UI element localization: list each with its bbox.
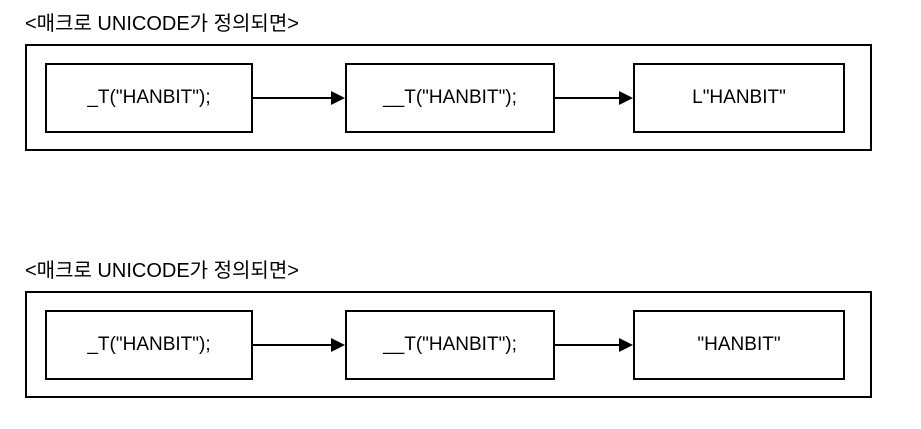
flow-box-double-underscore-t-macro: __T("HANBIT"); — [345, 310, 555, 380]
outer-frame: _T("HANBIT"); __T("HANBIT"); "HANBIT" — [25, 291, 872, 398]
flow-arrow — [555, 337, 633, 353]
flow-box-t-macro: _T("HANBIT"); — [45, 310, 253, 380]
arrow-line — [555, 344, 619, 346]
outer-frame: _T("HANBIT"); __T("HANBIT"); L"HANBIT" — [25, 44, 872, 151]
flow-box-double-underscore-t-macro: __T("HANBIT"); — [345, 63, 555, 133]
arrow-right-icon — [331, 91, 345, 105]
unicode-macro-diagram-2: <매크로 UNICODE가 정의되면> _T("HANBIT"); __T("H… — [0, 247, 921, 429]
flow-arrow — [253, 337, 345, 353]
unicode-macro-diagram-1: <매크로 UNICODE가 정의되면> _T("HANBIT"); __T("H… — [0, 0, 921, 200]
arrow-line — [253, 97, 331, 99]
flow-arrow — [253, 90, 345, 106]
flow-box-result-wide-literal: L"HANBIT" — [633, 63, 845, 133]
arrow-right-icon — [619, 338, 633, 352]
diagram-title: <매크로 UNICODE가 정의되면> — [25, 260, 299, 282]
arrow-line — [555, 97, 619, 99]
arrow-line — [253, 344, 331, 346]
flow-box-result-literal: "HANBIT" — [633, 310, 845, 380]
flow-box-t-macro: _T("HANBIT"); — [45, 63, 253, 133]
arrow-right-icon — [619, 91, 633, 105]
flow-arrow — [555, 90, 633, 106]
diagram-title: <매크로 UNICODE가 정의되면> — [25, 13, 299, 35]
arrow-right-icon — [331, 338, 345, 352]
